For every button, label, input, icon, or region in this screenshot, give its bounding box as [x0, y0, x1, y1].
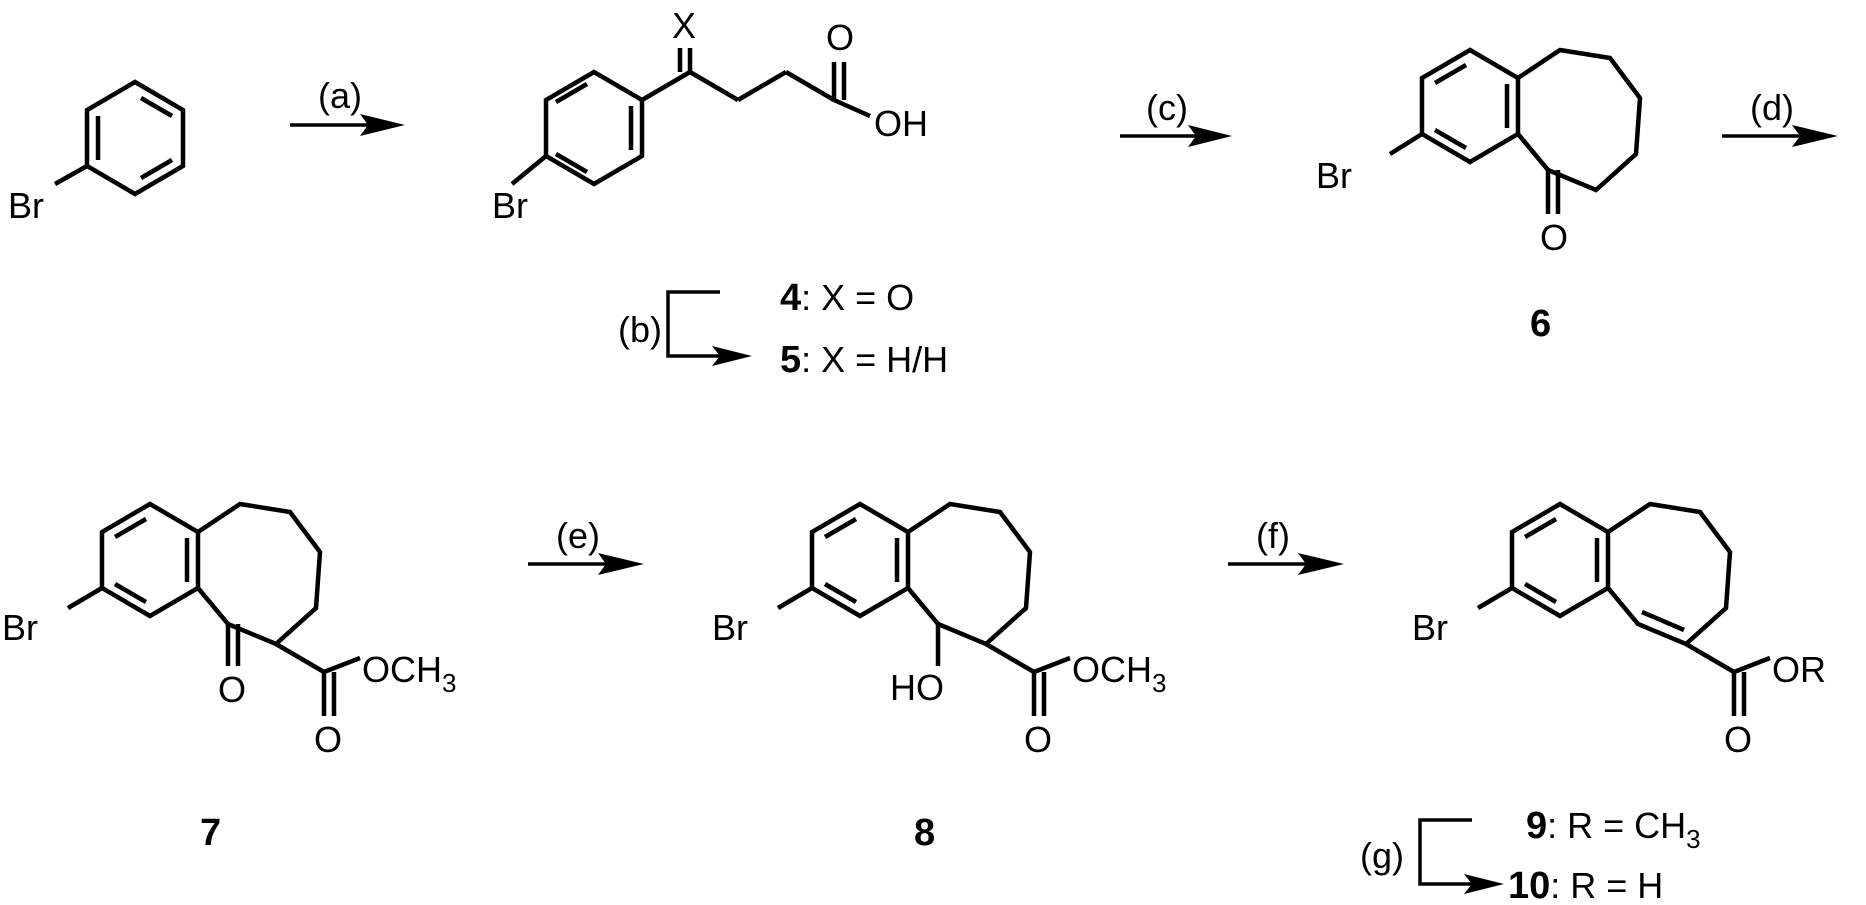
ester-carbonyl-oxygen-label-9: O	[1724, 719, 1752, 760]
methoxy-label-7: OCH3	[362, 649, 456, 698]
ester-carbonyl-oxygen-label-7: O	[314, 719, 342, 760]
step-b-label: (b)	[618, 309, 662, 350]
step-c-label: (c)	[1146, 87, 1188, 128]
step-e-label: (e)	[556, 515, 600, 556]
compound-9-label: 9: R = CH3	[1526, 805, 1701, 854]
compound-8-label: 8	[914, 812, 935, 854]
hydroxy-ester-8-structure: HO Br O OCH3 8	[712, 501, 1166, 854]
arrow-step-f: (f)	[1228, 515, 1344, 575]
unsaturated-ester-structure: Br O OR	[1412, 501, 1826, 760]
compound-10-label: 10: R = H	[1508, 865, 1663, 905]
hydroxyl-label: OH	[874, 103, 928, 144]
bromine-label-6: Br	[1316, 155, 1352, 196]
benzosuberone-6-structure: O Br 6	[1316, 47, 1643, 345]
or-label: OR	[1772, 649, 1826, 690]
x-substituent-label: X	[672, 5, 696, 46]
compound-9-10-labels: (g) 9: R = CH3 10: R = H	[1360, 805, 1701, 905]
arrow-step-e: (e)	[528, 515, 644, 575]
step-g-label: (g)	[1360, 835, 1404, 876]
arrow-step-c: (c)	[1120, 87, 1232, 147]
bromine-label: Br	[8, 185, 44, 226]
compound-4-label: 4: X = O	[780, 277, 914, 319]
carbonyl-oxygen-label: O	[826, 17, 854, 58]
step-f-label: (f)	[1256, 515, 1290, 556]
compound-5-label: 5: X = H/H	[780, 339, 948, 381]
compound-4-5-labels: (b) 4: X = O 5: X = H/H	[618, 277, 948, 381]
bromine-label-7: Br	[2, 607, 38, 648]
arrow-step-a: (a)	[290, 75, 405, 136]
step-a-label: (a)	[318, 75, 362, 116]
compound-7-label: 7	[200, 812, 221, 854]
arrow-step-d: (d)	[1722, 87, 1838, 147]
hydroxyl-label-8: HO	[890, 667, 944, 708]
keto-acid-structure: Br X O OH	[492, 5, 928, 226]
step-d-label: (d)	[1750, 87, 1794, 128]
compound-6-label: 6	[1530, 303, 1551, 345]
ketone-oxygen-label: O	[1540, 217, 1568, 258]
bromine-label-9: Br	[1412, 607, 1448, 648]
bromobenzene-structure: Br	[8, 79, 186, 226]
ester-carbonyl-oxygen-label-8: O	[1024, 719, 1052, 760]
ketone-oxygen-label-7: O	[218, 669, 246, 710]
bromine-label-keto-acid: Br	[492, 185, 528, 226]
keto-ester-7-structure: O Br O OCH3 7	[2, 501, 456, 854]
methoxy-label-8: OCH3	[1072, 649, 1166, 698]
bromine-label-8: Br	[712, 607, 748, 648]
